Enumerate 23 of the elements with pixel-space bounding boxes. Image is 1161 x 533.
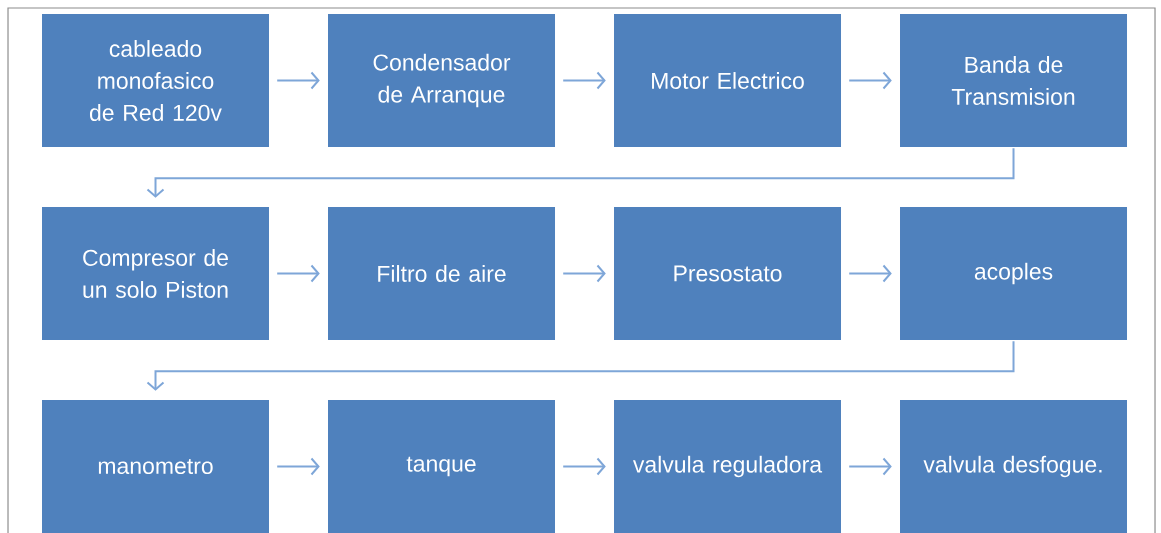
- process-box: Compresor de un solo Piston: [42, 207, 269, 340]
- arrow: [848, 457, 892, 476]
- process-box: Banda de Transmision: [900, 14, 1127, 147]
- arrow: [562, 457, 606, 476]
- arrow: [276, 71, 320, 90]
- process-box: Filtro de aire: [328, 207, 555, 340]
- process-box: tanque: [328, 400, 555, 533]
- arrow: [562, 264, 606, 283]
- process-box: acoples: [900, 207, 1127, 340]
- arrow: [562, 71, 606, 90]
- process-box: Condensador de Arranque: [328, 14, 555, 147]
- process-box: valvula reguladora: [614, 400, 841, 533]
- arrow: [146, 147, 1015, 198]
- process-box: Presostato: [614, 207, 841, 340]
- arrow: [146, 340, 1015, 391]
- arrow: [276, 264, 320, 283]
- arrow: [276, 457, 320, 476]
- arrow: [848, 71, 892, 90]
- arrow: [848, 264, 892, 283]
- process-box: valvula desfogue.: [900, 400, 1127, 533]
- process-box: manometro: [42, 400, 269, 533]
- process-box: Motor Electrico: [614, 14, 841, 147]
- process-box: cableado monofasico de Red 120v: [42, 14, 269, 147]
